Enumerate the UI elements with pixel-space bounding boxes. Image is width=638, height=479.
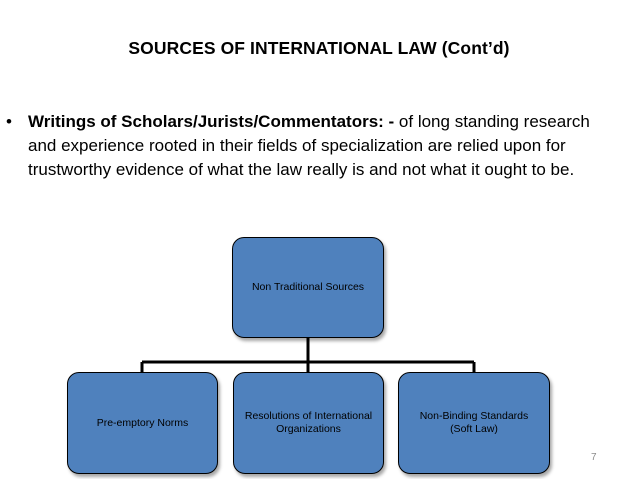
org-node-label: Non-Binding Standards (Soft Law): [419, 410, 529, 435]
org-node-label: Resolutions of International Organizatio…: [244, 410, 373, 435]
org-node-pre-emptory-norms: Pre-emptory Norms: [67, 372, 218, 474]
bullet-body: of long standing research and experience…: [28, 112, 590, 179]
org-node-soft-law: Non-Binding Standards (Soft Law): [398, 372, 550, 474]
org-node-resolutions: Resolutions of International Organizatio…: [233, 372, 384, 474]
org-node-root: Non Traditional Sources: [232, 237, 384, 338]
page-number: 7: [591, 452, 597, 463]
bullet-lead: Writings of Scholars/Jurists/Commentator…: [28, 112, 395, 131]
org-node-root-label: Non Traditional Sources: [251, 281, 365, 293]
org-node-label: Pre-emptory Norms: [96, 416, 189, 429]
bullet-paragraph: • Writings of Scholars/Jurists/Commentat…: [6, 110, 606, 182]
slide-title: SOURCES OF INTERNATIONAL LAW (Cont’d): [128, 38, 510, 58]
bullet-text: Writings of Scholars/Jurists/Commentator…: [28, 110, 606, 182]
bullet-marker: •: [6, 112, 12, 131]
